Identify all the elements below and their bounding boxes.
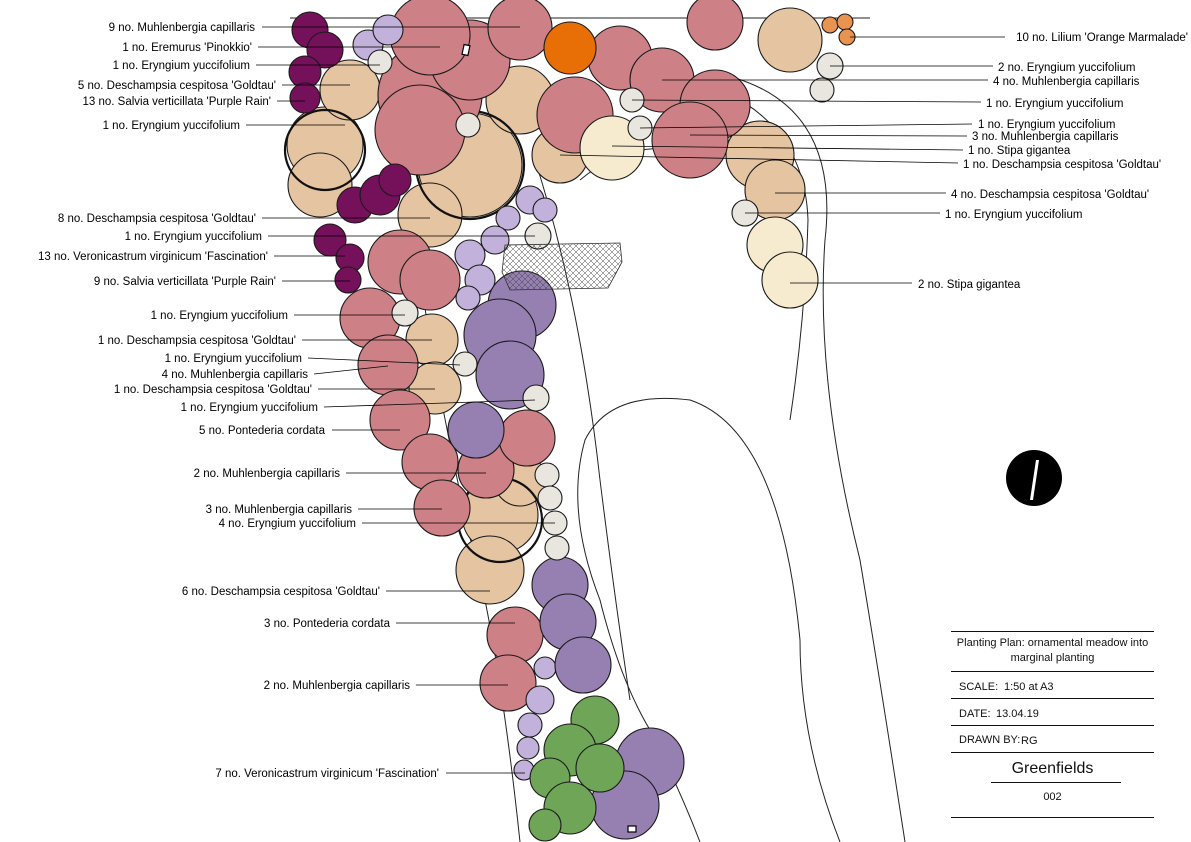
green-group [528,695,625,842]
scale-value: 1:50 at A3 [1004,681,1054,693]
label-left: 1 no. Eremurus 'Pinokkio' [122,42,252,54]
label-left: 4 no. Eryngium yuccifolium [219,518,356,530]
label-left: 3 no. Pontederia cordata [264,618,391,630]
leader-line [313,365,389,375]
label-left: 9 no. Salvia verticillata 'Purple Rain' [94,276,276,288]
label-right: 10 no. Lilium 'Orange Marmalade' [1016,32,1188,44]
label-right: 1 no. Eryngium yuccifolium [978,119,1115,131]
hatched-structure [501,242,623,291]
date-value: 13.04.19 [996,708,1039,720]
label-left: 4 no. Muhlenbergia capillaris [162,369,309,381]
drawing-number: 002 [1043,791,1062,803]
small-marker [461,43,471,57]
label-left: 1 no. Eryngium yuccifolium [181,402,318,414]
label-right: 2 no. Eryngium yuccifolium [998,62,1135,74]
label-right: 1 no. Deschampsia cespitosa 'Goldtau' [963,159,1161,171]
leader-line [611,145,964,151]
plan-title: Planting Plan: ornamental meadow into ma… [956,637,1149,664]
leader-line [689,134,968,137]
leader-lines [246,26,1005,774]
label-right: 1 no. Eryngium yuccifolium [986,98,1123,110]
title-block: Planting Plan: ornamental meadow into ma… [951,631,1154,818]
label-right: 1 no. Eryngium yuccifolium [945,209,1082,221]
label-left: 1 no. Eryngium yuccifolium [125,231,262,243]
label-left: 13 no. Veronicastrum virginicum 'Fascina… [38,251,268,263]
label-left: 1 no. Deschampsia cespitosa 'Goldtau' [98,335,296,347]
scale-label: SCALE: [959,681,999,693]
labels-right: 10 no. Lilium 'Orange Marmalade' 2 no. E… [918,32,1188,291]
salvia-group [288,11,412,294]
label-left: 2 no. Muhlenbergia capillaris [194,468,341,480]
eremurus-lilium-group [543,13,856,75]
label-right: 4 no. Deschampsia cespitosa 'Goldtau' [951,189,1149,201]
label-left: 1 no. Deschampsia cespitosa 'Goldtau' [114,384,312,396]
label-left: 9 no. Muhlenbergia capillaris [109,22,256,34]
north-arrow-icon [1006,450,1062,506]
label-left: 1 no. Eryngium yuccifolium [113,60,250,72]
label-left: 13 no. Salvia verticillata 'Purple Rain' [83,96,272,108]
drawn-by-label: DRAWN BY: [959,734,1021,746]
label-right: 1 no. Stipa gigantea [968,145,1071,157]
label-left: 1 no. Eryngium yuccifolium [151,310,288,322]
leader-line [631,99,982,103]
pontederia-group [447,270,685,840]
label-right: 3 no. Muhlenbergia capillaris [972,131,1119,143]
muhlenbergia-group [339,0,751,712]
label-left: 7 no. Veronicastrum virginicum 'Fascinat… [215,768,439,780]
labels-left: 9 no. Muhlenbergia capillaris 1 no. Erem… [38,22,439,780]
drawn-by-value: RG [1021,735,1038,747]
label-left: 8 no. Deschampsia cespitosa 'Goldtau' [58,213,256,225]
label-left: 1 no. Eryngium yuccifolium [103,120,240,132]
leader-line [639,123,973,129]
leader-line [307,357,461,366]
label-right: 2 no. Stipa gigantea [918,279,1021,291]
stipa-group [579,115,819,309]
label-left: 2 no. Muhlenbergia capillaris [264,680,411,692]
date-label: DATE: [959,708,991,720]
leader-line [323,399,536,408]
label-left: 5 no. Pontederia cordata [199,425,326,437]
company-name: Greenfields [1011,760,1094,777]
label-left: 1 no. Eryngium yuccifolium [165,353,302,365]
label-left: 6 no. Deschampsia cespitosa 'Goldtau' [182,586,380,598]
label-left: 5 no. Deschampsia cespitosa 'Goldtau' [78,80,276,92]
label-right: 4 no. Muhlenbergia capillaris [993,76,1140,88]
leader-line [559,154,959,164]
small-marker-2 [627,825,637,833]
label-left: 3 no. Muhlenbergia capillaris [206,504,353,516]
